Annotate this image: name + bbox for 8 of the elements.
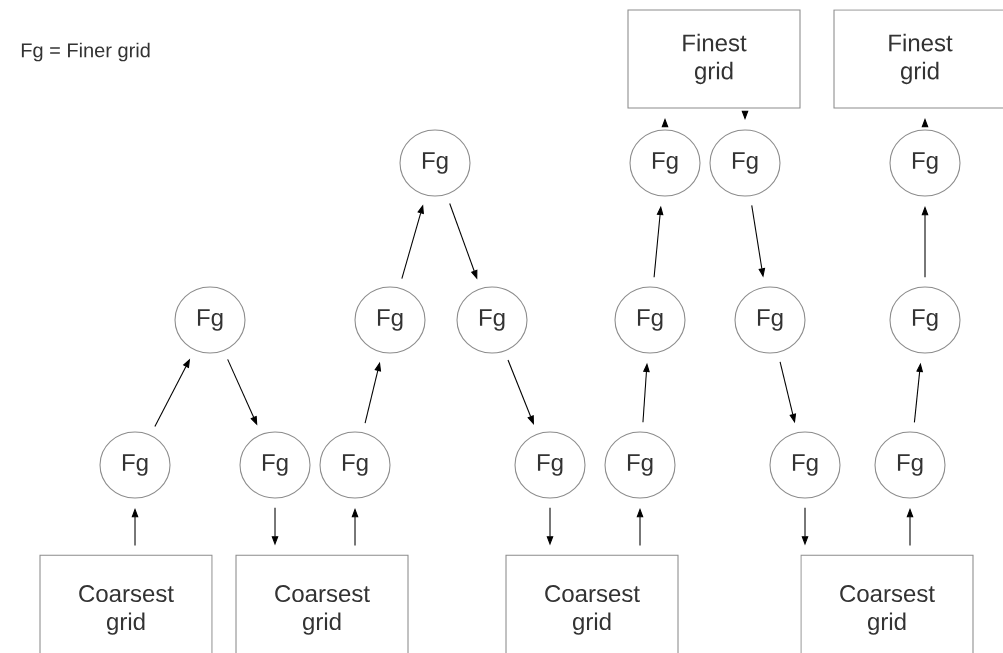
arrow [507, 359, 534, 425]
grid-box: Finest grid [627, 9, 801, 109]
grid-box: Finest grid [833, 9, 1003, 109]
grid-box: Coarsest grid [39, 554, 213, 653]
legend-note: Fg = Finer grid [21, 42, 150, 62]
grid-box: Coarsest grid [235, 554, 409, 653]
grid-box: Coarsest grid [505, 554, 679, 653]
grid-box: Coarsest grid [800, 554, 974, 653]
